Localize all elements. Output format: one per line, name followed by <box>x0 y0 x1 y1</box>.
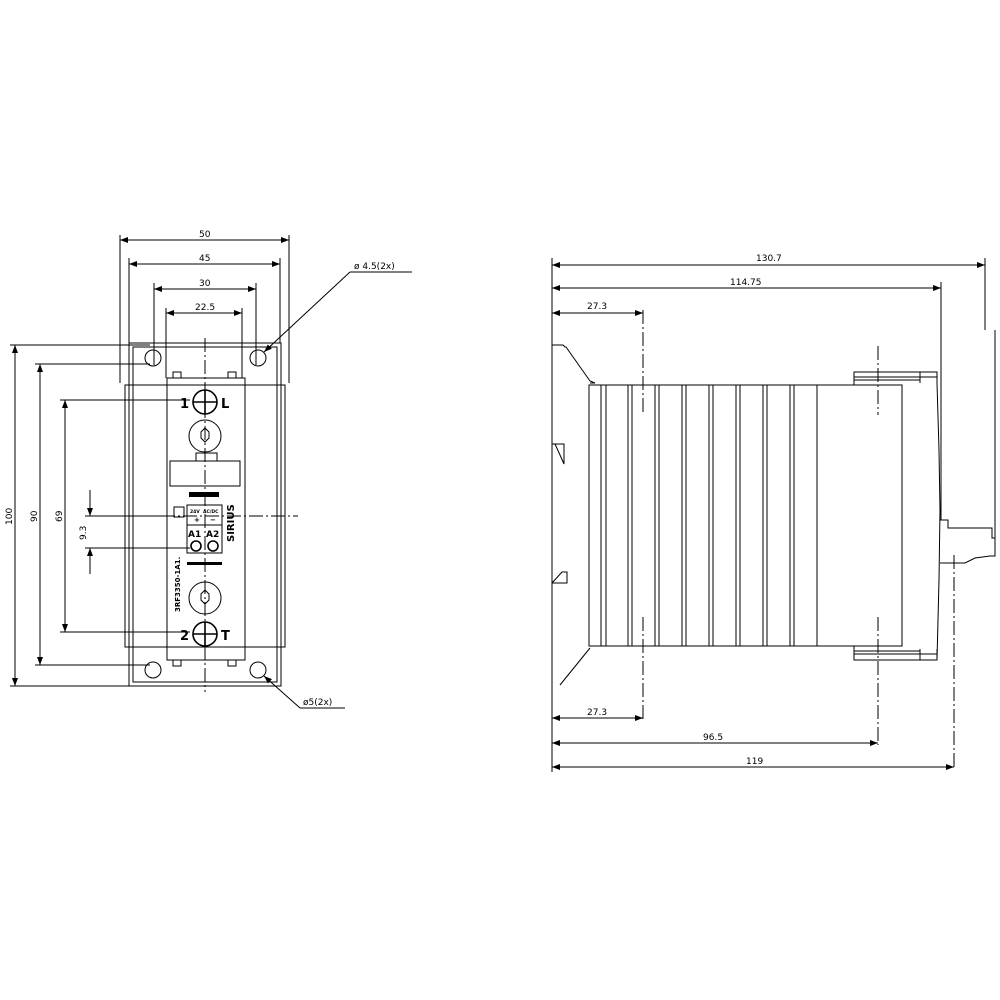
terminal-1-label: 1 <box>180 397 189 412</box>
control-terminal <box>190 540 202 552</box>
dim-27-3-top: 27.3 <box>587 302 607 312</box>
model-label: 3RF3350-1A1. <box>174 557 182 612</box>
relay-module <box>166 377 246 661</box>
dim-45: 45 <box>199 254 210 264</box>
dim-119: 119 <box>746 757 763 767</box>
hole-note-top: ø 4.5(2x) <box>354 262 395 272</box>
hole-note-bottom: ø5(2x) <box>303 698 332 708</box>
dim-9-3: 9.3 <box>79 526 89 540</box>
dim-114-75: 114.75 <box>730 278 762 288</box>
plus-sign: + <box>194 516 200 524</box>
dim-27-3-bottom: 27.3 <box>587 708 607 718</box>
side-dimensions: 130.7 114.75 27.3 27.3 96.5 119 <box>551 254 986 772</box>
control-a2: A2 <box>206 530 219 540</box>
dim-130-7: 130.7 <box>756 254 782 264</box>
mounting-hole <box>144 349 162 367</box>
front-dimensions: 50 45 30 22.5 100 90 69 9.3 ø 4.5(2x) ø5… <box>5 230 412 709</box>
mounting-hole <box>249 349 267 367</box>
mounting-hole <box>249 661 267 679</box>
terminal-t-label: T <box>221 629 230 644</box>
dim-30: 30 <box>199 279 211 289</box>
mounting-hole <box>144 661 162 679</box>
control-type: AC/DC <box>203 509 219 515</box>
terminal-l-label: L <box>221 397 229 412</box>
control-a1: A1 <box>188 530 201 540</box>
led-indicator <box>173 506 185 518</box>
dim-22-5: 22.5 <box>195 303 215 313</box>
dim-100: 100 <box>5 508 15 525</box>
front-view: 1 L 2 T 24V AC/DC + − A1 A2 SIRIUS 3RF33… <box>5 230 412 709</box>
dim-69: 69 <box>55 510 65 522</box>
dim-50: 50 <box>199 230 211 240</box>
heatsink-side <box>588 384 903 647</box>
control-terminal <box>207 540 219 552</box>
brand-label: SIRIUS <box>226 504 237 542</box>
dim-90: 90 <box>30 510 40 522</box>
side-view: 130.7 114.75 27.3 27.3 96.5 119 <box>551 254 996 772</box>
minus-sign: − <box>210 516 216 524</box>
control-voltage: 24V <box>190 509 200 515</box>
terminal-2-label: 2 <box>180 629 189 644</box>
dim-96-5: 96.5 <box>703 733 723 743</box>
